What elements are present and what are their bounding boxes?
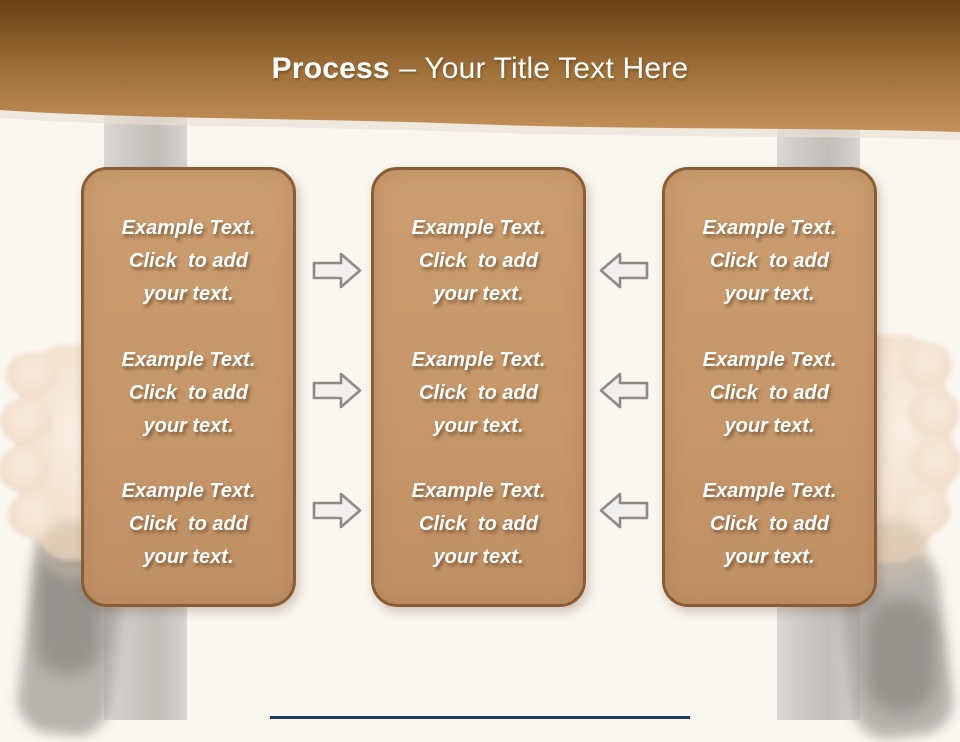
right-sleeve-shadow-dark (866, 598, 936, 713)
text-placeholder[interactable]: Example Text. Click to add your text. (121, 348, 256, 437)
text-placeholder[interactable]: Example Text. Click to add your text. (702, 348, 837, 437)
header-wave-band (0, 0, 960, 140)
text-placeholder[interactable]: Example Text. Click to add your text. (411, 217, 546, 305)
text-placeholder[interactable]: Example Text. Click to add your text. (121, 217, 256, 305)
left-hand-finger (0, 398, 52, 444)
slide-title-emphasis: Process (271, 52, 390, 85)
left-panel[interactable]: Example Text. Click to add your text. Ex… (81, 167, 296, 607)
slide-title-rest: – Your Title Text Here (399, 52, 689, 85)
right-panel[interactable]: Example Text. Click to add your text. Ex… (662, 167, 877, 607)
text-placeholder[interactable]: Example Text. Click to add your text. (121, 480, 256, 568)
left-hand-finger (0, 446, 50, 492)
right-hand-finger (908, 390, 960, 436)
arrow-left-icon (599, 252, 649, 289)
slide-title[interactable]: Process – Your Title Text Here (0, 52, 960, 86)
arrow-right-icon (312, 252, 362, 289)
text-placeholder[interactable]: Example Text. Click to add your text. (702, 480, 837, 568)
left-hand-finger (6, 352, 58, 398)
arrow-left-icon (599, 492, 649, 529)
header-band (0, 0, 960, 132)
right-hand-finger (900, 342, 952, 388)
center-panel[interactable]: Example Text. Click to add your text. Ex… (371, 167, 586, 607)
bottom-accent-line (270, 716, 690, 719)
arrow-right-icon (312, 372, 362, 409)
right-hand-finger (910, 440, 960, 486)
text-placeholder[interactable]: Example Text. Click to add your text. (702, 217, 837, 305)
text-placeholder[interactable]: Example Text. Click to add your text. (411, 348, 546, 437)
text-placeholder[interactable]: Example Text. Click to add your text. (411, 480, 546, 568)
arrow-right-icon (312, 492, 362, 529)
arrow-left-icon (599, 372, 649, 409)
